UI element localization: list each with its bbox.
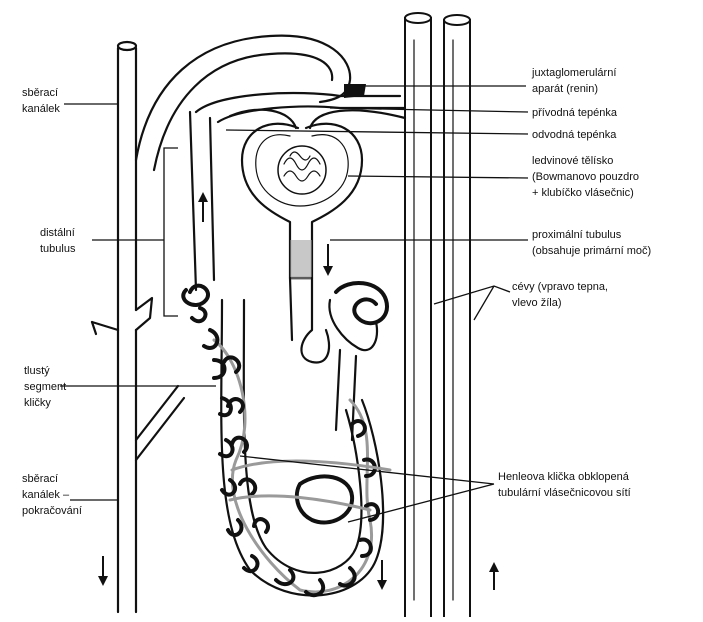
collecting-duct [92,42,184,612]
label-sberaci-kanalek: sběrací kanálek [22,87,61,115]
up-arrow-icon [489,562,499,590]
henle-loop [183,286,390,596]
label-ledvinove-telisko: ledvinové tělísko (Bowmanovo pouzdro + k… [532,155,642,199]
label-distalni-tubulus: distální tubulus [40,227,78,255]
label-odvodna-tepenka: odvodná tepénka [532,129,617,141]
down-arrow-icon [98,556,108,586]
blood-vessels [405,13,470,617]
proximal-tubule [290,278,387,440]
glomerulus-icon [278,146,326,194]
label-privodna-tepenka: přívodná tepénka [532,107,618,119]
renal-corpuscle [242,124,362,280]
label-henleova-klicka: Henleova klička obklopená tubulární vlás… [498,471,632,499]
label-sberaci-pokracovani: sběrací kanálek – pokračování [22,473,82,517]
label-tlusty-segment: tlustý segment kličky [24,365,69,409]
distal-bracket [164,148,178,316]
down-arrow-icon [323,244,333,276]
label-cevy: cévy (vpravo tepna, vlevo žíla) [512,281,611,309]
down-arrow-icon [377,560,387,590]
up-arrow-icon [198,192,208,222]
label-juxtaglomerular: juxtaglomerulární aparát (renin) [531,67,619,95]
distal-tubule [136,36,405,290]
label-proximalni-tubulus: proximální tubulus (obsahuje primární mo… [532,229,651,257]
